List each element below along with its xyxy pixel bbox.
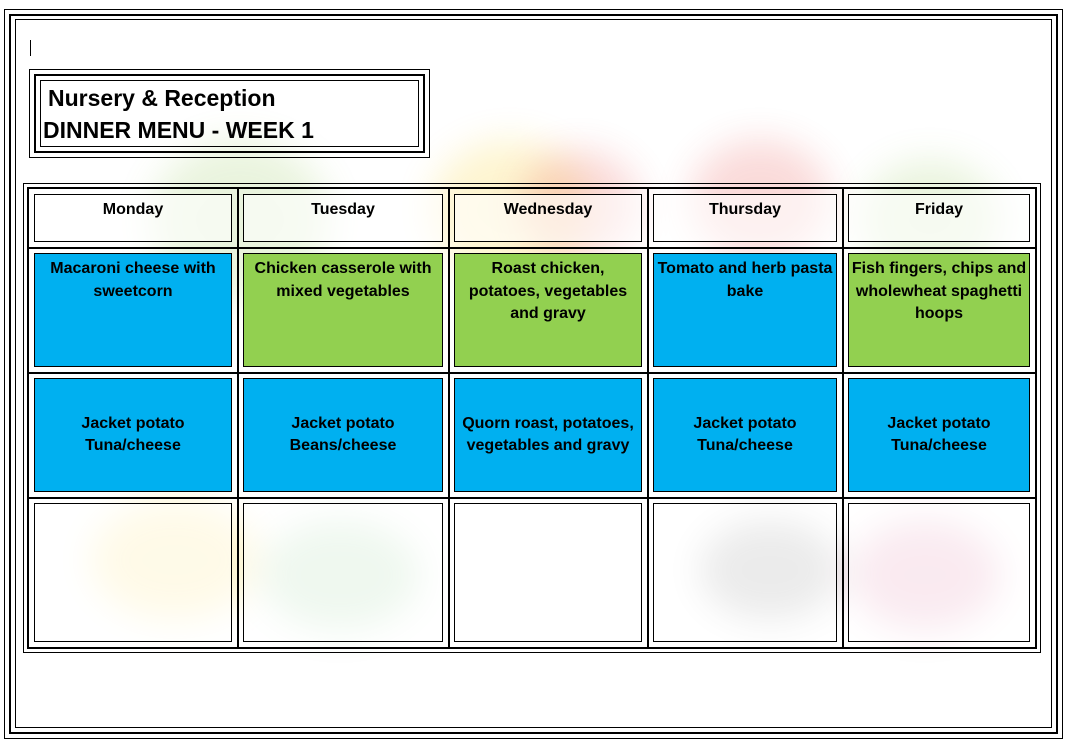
page-title: DINNER MENU - WEEK 1	[43, 117, 314, 143]
title-box	[34, 74, 425, 153]
main-meal-cell-text: Chicken casserole with mixed vegetables	[254, 260, 432, 300]
alternative-meal-cell-text: Jacket potato Tuna/cheese	[81, 414, 185, 455]
alternative-meal-cell[interactable]: Jacket potato Tuna/cheese	[653, 378, 837, 492]
main-meal-cell-text: Tomato and herb pasta bake	[657, 260, 833, 300]
day-header-tuesday-text: Tuesday	[311, 201, 375, 218]
day-header-thursday-text: Thursday	[708, 201, 781, 218]
alternative-meal-cell-text: Jacket potato Beans/cheese	[289, 414, 397, 455]
day-header-thursday[interactable]: Thursday	[653, 194, 837, 242]
menu-table-frame	[23, 183, 1041, 653]
alternative-meal-cell-text: Quorn roast, potatoes, vegetables and gr…	[462, 414, 634, 455]
main-meal-cell[interactable]: Roast chicken, potatoes, vegetables and …	[454, 253, 642, 367]
day-header-wednesday-text: Wednesday	[503, 201, 593, 218]
column-divider	[237, 188, 239, 647]
empty-cell[interactable]	[243, 503, 443, 642]
day-header-friday-text: Friday	[914, 201, 963, 218]
main-meal-cell[interactable]: Fish fingers, chips and wholewheat spagh…	[848, 253, 1030, 367]
main-meal-cell[interactable]: Macaroni cheese with sweetcorn	[34, 253, 232, 367]
day-header-wednesday[interactable]: Wednesday	[454, 194, 642, 242]
column-divider	[842, 188, 844, 647]
menu-table	[27, 187, 1037, 649]
text-cursor[interactable]	[30, 40, 31, 56]
alternative-meal-cell[interactable]: Jacket potato Tuna/cheese	[34, 378, 232, 492]
day-header-monday[interactable]: Monday	[34, 194, 232, 242]
column-divider	[448, 188, 450, 647]
page-border-middle	[9, 14, 1058, 734]
main-meal-cell-text: Roast chicken, potatoes, vegetables and …	[468, 260, 628, 322]
title-line-1: Nursery & Reception	[48, 85, 276, 111]
alternative-meal-cell[interactable]: Quorn roast, potatoes, vegetables and gr…	[454, 378, 642, 492]
empty-cell[interactable]	[848, 503, 1030, 642]
title-box-outer	[29, 69, 430, 158]
empty-cell[interactable]	[653, 503, 837, 642]
alternative-meal-cell[interactable]: Jacket potato Beans/cheese	[243, 378, 443, 492]
alternative-meal-cell-text: Jacket potato Tuna/cheese	[693, 414, 797, 455]
day-header-friday[interactable]: Friday	[848, 194, 1030, 242]
column-divider	[647, 188, 649, 647]
empty-cell[interactable]	[454, 503, 642, 642]
page-border-outer	[4, 9, 1063, 739]
alternative-meal-cell[interactable]: Jacket potato Tuna/cheese	[848, 378, 1030, 492]
day-header-tuesday[interactable]: Tuesday	[243, 194, 443, 242]
row-divider	[28, 247, 1035, 249]
day-header-monday-text: Monday	[102, 201, 164, 218]
main-meal-cell-text: Macaroni cheese with sweetcorn	[50, 260, 216, 300]
main-meal-cell[interactable]: Chicken casserole with mixed vegetables	[243, 253, 443, 367]
row-divider	[28, 372, 1035, 374]
alternative-meal-cell-text: Jacket potato Tuna/cheese	[887, 414, 991, 455]
row-divider	[28, 497, 1035, 499]
main-meal-cell[interactable]: Tomato and herb pasta bake	[653, 253, 837, 367]
page-border-inner	[15, 19, 1052, 728]
title-box-inner	[40, 80, 419, 147]
empty-cell[interactable]	[34, 503, 232, 642]
main-meal-cell-text: Fish fingers, chips and wholewheat spagh…	[851, 260, 1027, 322]
